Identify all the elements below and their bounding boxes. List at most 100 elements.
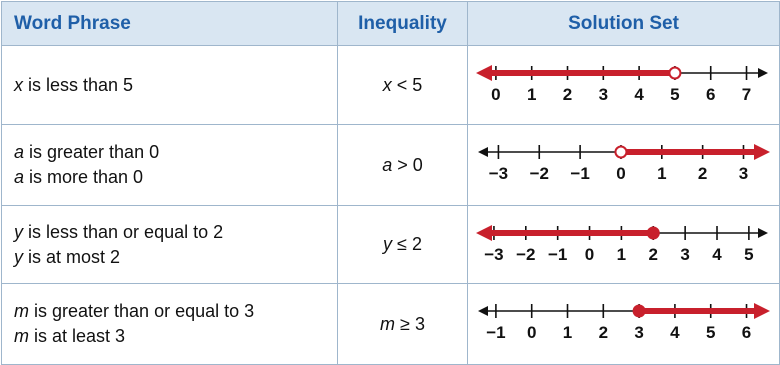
tick-label: 1 — [527, 85, 536, 104]
solution-set-cell: −3 −2 −1 0 1 2 3 4 5 — [467, 205, 780, 284]
phrase-variable: y — [14, 246, 23, 267]
tick-label: 4 — [670, 323, 680, 342]
solution-set-cell: 0 1 2 3 4 5 6 7 — [467, 45, 780, 125]
phrase-line: a is greater than 0 — [14, 140, 337, 165]
header-word-phrase: Word Phrase — [1, 1, 338, 46]
solution-set-cell: −1 0 1 2 3 4 5 6 — [467, 283, 780, 365]
table-row: x is less than 5 x < 5 0 1 2 3 4 5 6 7 — [1, 45, 780, 125]
tick-label: 3 — [680, 245, 689, 264]
closed-endpoint — [646, 226, 660, 240]
phrase-line: a is more than 0 — [14, 165, 337, 190]
header-solution-set: Solution Set — [467, 1, 780, 46]
phrase-line: m is greater than or equal to 3 — [14, 299, 337, 324]
tick-label: 3 — [739, 164, 748, 183]
solution-arrowhead — [476, 65, 492, 81]
inequality-operator: < — [391, 74, 413, 95]
tick-label: −1 — [486, 323, 505, 342]
inequality-operator: ≤ — [392, 234, 412, 254]
inequality-cell: m ≥ 3 — [337, 283, 468, 365]
table-row: y is less than or equal to 2 y is at mos… — [1, 205, 780, 284]
tick-label: 1 — [657, 164, 666, 183]
closed-endpoint — [632, 304, 646, 318]
phrase-line: y is less than or equal to 2 — [14, 220, 337, 245]
axis-left-arrow — [478, 147, 488, 157]
tick-label: −2 — [516, 245, 535, 264]
phrase-variable: a — [14, 142, 25, 162]
inequality-value: 0 — [412, 154, 423, 175]
tick-label: 2 — [563, 85, 572, 104]
tick-label: 4 — [634, 85, 644, 104]
phrase-text: is greater than 0 — [24, 142, 160, 162]
axis-left-arrow — [478, 306, 488, 316]
header-row: Word Phrase Inequality Solution Set — [1, 1, 780, 46]
tick-label: 3 — [634, 323, 643, 342]
phrase-text: is greater than or equal to 3 — [29, 301, 255, 321]
word-phrase-cell: x is less than 5 — [1, 45, 338, 125]
table-row: a is greater than 0 a is more than 0 a >… — [1, 124, 780, 206]
phrase-line: y is at most 2 — [14, 245, 337, 270]
solution-arrowhead — [754, 144, 770, 160]
number-line: −1 0 1 2 3 4 5 6 — [478, 303, 770, 342]
phrase-text: is at least 3 — [29, 326, 126, 346]
tick-label: −3 — [484, 245, 503, 264]
tick-label: 3 — [599, 85, 608, 104]
phrase-line: x is less than 5 — [14, 73, 337, 98]
phrase-text: is less than or equal to 2 — [23, 221, 224, 242]
tick-label: 1 — [563, 323, 572, 342]
tick-label: 2 — [599, 323, 608, 342]
tick-label: 0 — [616, 164, 625, 183]
tick-label: −1 — [548, 245, 567, 264]
inequality-cell: a > 0 — [337, 124, 468, 206]
tick-label: 2 — [698, 164, 707, 183]
phrase-variable: y — [14, 221, 23, 242]
tick-label: 0 — [585, 245, 594, 264]
phrase-text: is at most 2 — [23, 246, 121, 267]
open-endpoint — [668, 66, 682, 80]
solution-arrowhead — [754, 303, 770, 319]
inequality-value: 2 — [411, 234, 422, 254]
phrase-text: is less than 5 — [23, 74, 134, 95]
tick-label: 4 — [712, 245, 722, 264]
inequality-operator: ≥ — [395, 313, 415, 334]
inequality-variable: y — [383, 234, 393, 254]
solution-arrowhead — [476, 225, 492, 241]
inequality-variable: a — [382, 154, 393, 175]
tick-label: 5 — [706, 323, 715, 342]
word-phrase-cell: m is greater than or equal to 3 m is at … — [1, 283, 338, 365]
phrase-variable: a — [14, 167, 25, 187]
word-phrase-cell: y is less than or equal to 2 y is at mos… — [1, 205, 338, 284]
tick-label: 5 — [744, 245, 753, 264]
inequality-value: 3 — [414, 313, 425, 334]
tick-label: −3 — [489, 164, 508, 183]
phrase-variable: m — [14, 326, 29, 346]
inequality-operator: > — [392, 154, 413, 175]
tick-label: 6 — [706, 85, 715, 104]
tick-label: −1 — [570, 164, 589, 183]
table-row: m is greater than or equal to 3 m is at … — [1, 283, 780, 365]
tick-label: 7 — [742, 85, 751, 104]
phrase-variable: x — [14, 74, 23, 95]
number-line: 0 1 2 3 4 5 6 7 — [476, 65, 768, 104]
tick-label: 2 — [649, 245, 658, 264]
header-inequality: Inequality — [337, 1, 468, 46]
phrase-text: is more than 0 — [24, 167, 144, 187]
axis-right-arrow — [758, 228, 768, 238]
tick-label: 5 — [670, 85, 679, 104]
number-line: −3 −2 −1 0 1 2 3 4 5 — [476, 225, 768, 264]
phrase-line: m is at least 3 — [14, 324, 337, 349]
axis-right-arrow — [758, 68, 768, 78]
inequality-cell: y ≤ 2 — [337, 205, 468, 284]
tick-label: 0 — [527, 323, 536, 342]
tick-label: 6 — [742, 323, 751, 342]
tick-label: 1 — [617, 245, 626, 264]
inequality-variable: m — [380, 313, 396, 334]
inequality-variable: x — [382, 74, 392, 95]
tick-label: 0 — [491, 85, 500, 104]
inequality-value: 5 — [412, 74, 423, 95]
phrase-variable: m — [14, 301, 29, 321]
word-phrase-cell: a is greater than 0 a is more than 0 — [1, 124, 338, 206]
